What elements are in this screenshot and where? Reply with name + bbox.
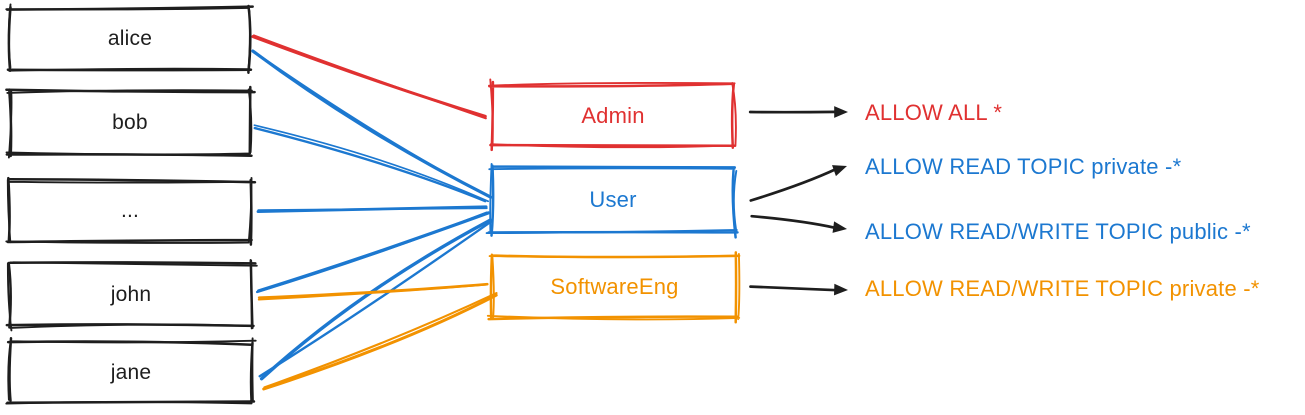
edge-bob-user-overdraw bbox=[253, 124, 490, 203]
user-node-bob: bob bbox=[112, 110, 148, 134]
edge-jane-user-overdraw bbox=[258, 220, 493, 378]
edge-others-user-overdraw bbox=[257, 207, 488, 212]
edge-john-softwareeng-overdraw bbox=[257, 283, 487, 301]
permission-readwrite-public: ALLOW READ/WRITE TOPIC public -* bbox=[865, 219, 1251, 244]
edge-john-softwareeng bbox=[257, 282, 489, 299]
permission-read-private: ALLOW READ TOPIC private -* bbox=[865, 154, 1182, 179]
edge-jane-softwareeng-overdraw bbox=[263, 292, 498, 389]
arrow-role-permission-2-head bbox=[832, 221, 847, 233]
user-node-alice: alice bbox=[107, 27, 153, 50]
edge-jane-softwareeng bbox=[262, 293, 498, 391]
user-box-bob bbox=[5, 85, 256, 158]
role-box-admin bbox=[488, 78, 737, 149]
user-box-jane bbox=[5, 337, 257, 405]
role-node-user: User bbox=[589, 187, 637, 212]
arrow-role-permission-1-head bbox=[832, 165, 847, 177]
arrow-role-permission-3 bbox=[749, 285, 839, 292]
permission-readwrite-private: ALLOW READ/WRITE TOPIC private -* bbox=[865, 276, 1260, 301]
user-box-bob bbox=[5, 88, 253, 159]
user-node-john: john bbox=[110, 283, 152, 306]
arrow-role-permission-0-head bbox=[834, 106, 848, 118]
user-node-others: ... bbox=[120, 199, 140, 222]
role-box-user bbox=[485, 162, 738, 235]
role-node-admin: Admin bbox=[581, 102, 645, 128]
role-box-admin bbox=[488, 80, 736, 152]
edge-bob-user bbox=[253, 126, 487, 203]
arrow-role-permission-3-head bbox=[834, 283, 848, 296]
role-box-softwareeng bbox=[486, 253, 741, 321]
user-node-jane: jane bbox=[110, 360, 152, 384]
edge-alice-admin-overdraw bbox=[252, 34, 487, 120]
edge-john-user-overdraw bbox=[255, 211, 488, 294]
edge-jane-user bbox=[259, 218, 492, 381]
edge-alice-user-overdraw bbox=[251, 49, 491, 198]
arrow-role-permission-2 bbox=[750, 214, 837, 230]
role-node-softwareeng: SoftwareEng bbox=[550, 274, 679, 299]
user-box-john bbox=[6, 258, 258, 332]
permission-allow-all: ALLOW ALL * bbox=[865, 100, 1003, 125]
user-box-others bbox=[5, 176, 253, 244]
user-box-alice bbox=[5, 3, 252, 73]
edge-alice-user bbox=[251, 49, 493, 199]
arrow-role-permission-1 bbox=[749, 167, 838, 202]
